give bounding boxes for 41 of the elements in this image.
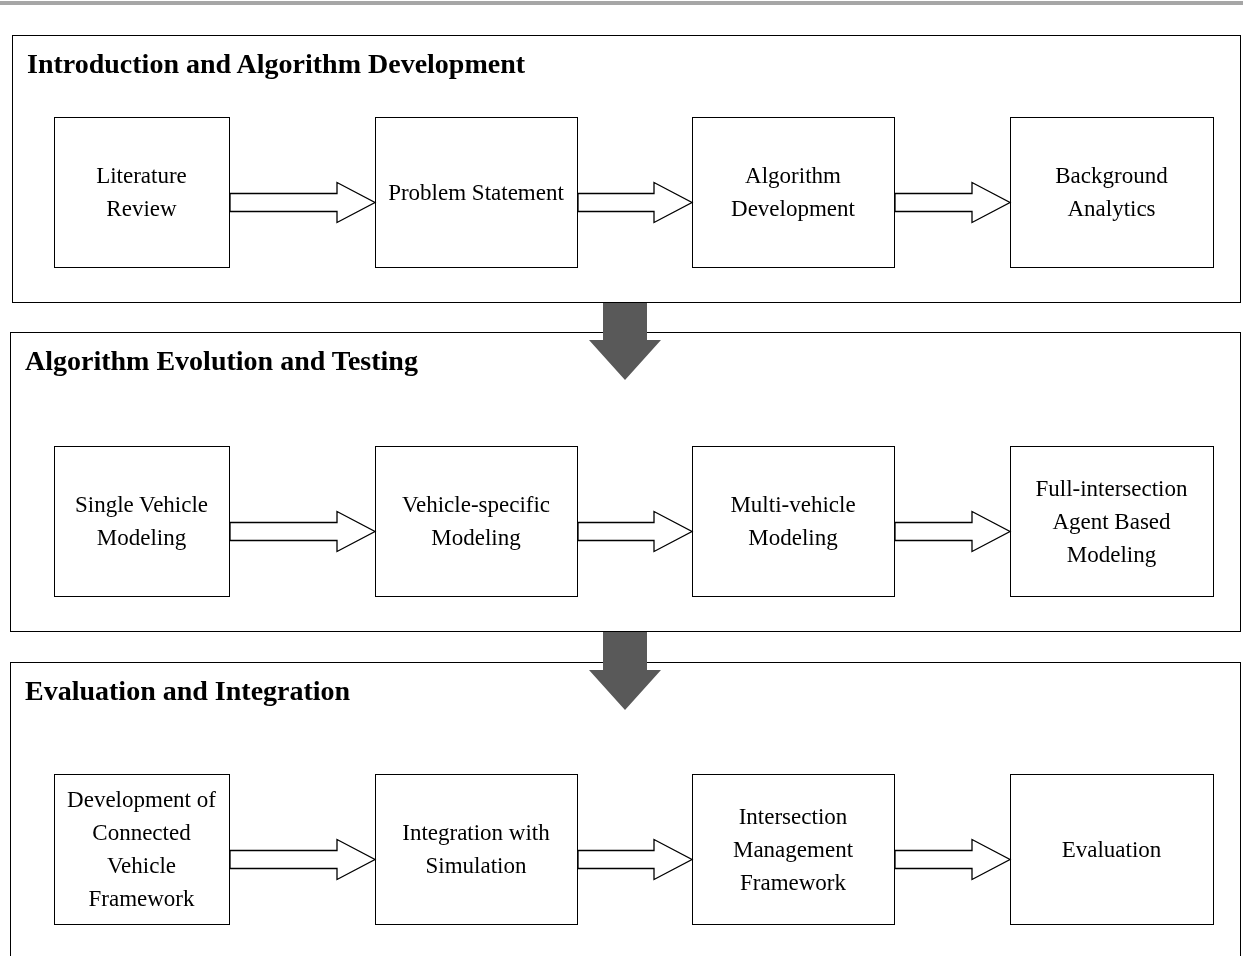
box-label: Vehicle-specific Modeling xyxy=(400,491,552,552)
hollow-arrow xyxy=(229,510,377,553)
box-label: Literature Review xyxy=(95,162,188,223)
hollow-arrow xyxy=(577,838,694,881)
hollow-arrow xyxy=(229,838,377,881)
block-arrow xyxy=(589,632,661,710)
box-label: Intersection Management Framework xyxy=(731,802,855,897)
hollow-arrow xyxy=(577,181,694,224)
process-box xyxy=(53,445,230,597)
process-box xyxy=(374,116,578,268)
process-box xyxy=(53,773,230,925)
box-label: Algorithm Development xyxy=(730,162,856,223)
hollow-arrow xyxy=(577,510,694,553)
process-box xyxy=(374,773,578,925)
stage-panel xyxy=(10,662,1241,956)
process-box xyxy=(691,445,895,597)
process-box xyxy=(374,445,578,597)
box-label: Background Analytics xyxy=(1054,162,1169,223)
stage-panel xyxy=(12,35,1241,303)
hollow-arrow xyxy=(894,510,1012,553)
block-arrow xyxy=(589,303,661,380)
hollow-arrow xyxy=(894,181,1012,224)
process-box xyxy=(691,773,895,925)
process-box xyxy=(691,116,895,268)
box-label: Multi-vehicle Modeling xyxy=(729,491,857,552)
process-box xyxy=(1009,116,1214,268)
process-box xyxy=(53,116,230,268)
panel-title: Algorithm Evolution and Testing xyxy=(25,345,418,377)
process-box xyxy=(1009,445,1214,597)
process-box xyxy=(1009,773,1214,925)
panel-title: Evaluation and Integration xyxy=(25,675,351,707)
box-label: Development of Connected Vehicle Framework xyxy=(66,786,217,913)
box-label: Single Vehicle Modeling xyxy=(73,491,210,552)
box-label: Integration with Simulation xyxy=(401,819,551,880)
hollow-arrow xyxy=(894,838,1012,881)
box-label: Problem Statement xyxy=(387,178,565,207)
box-label: Full-intersection Agent Based Modeling xyxy=(1034,474,1189,569)
box-label: Evaluation xyxy=(1060,835,1163,864)
stage-panel xyxy=(10,332,1241,632)
hollow-arrow xyxy=(229,181,377,224)
panel-title: Introduction and Algorithm Development xyxy=(27,48,526,80)
